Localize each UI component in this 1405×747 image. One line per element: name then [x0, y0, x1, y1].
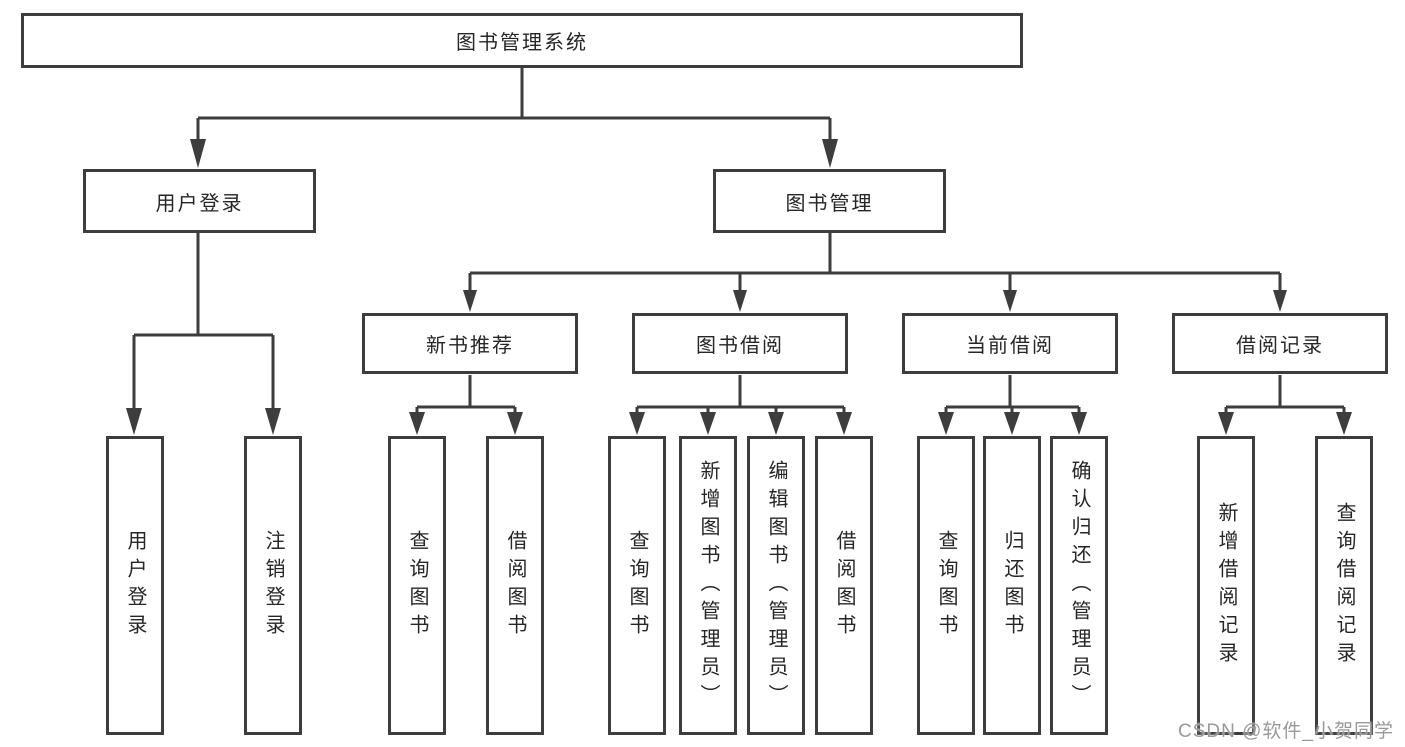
- arrowhead-icon: [1336, 412, 1352, 435]
- csdn-watermark: CSDN @软件_小贺同学: [1178, 721, 1394, 742]
- arrowhead-icon: [938, 412, 954, 435]
- node-new-book-recommend: 新书推荐: [362, 313, 578, 374]
- arrowhead-icon: [463, 290, 477, 312]
- arrowhead-icon: [733, 290, 747, 312]
- arrowhead-icon: [1004, 412, 1020, 435]
- node-borrow-records: 借阅记录: [1172, 313, 1388, 374]
- arrowhead-icon: [126, 408, 142, 435]
- node-current-borrowing: 当前借阅: [902, 313, 1118, 374]
- leaf-confirm-return-admin: 确认归还（管理员）: [1050, 436, 1108, 735]
- leaf-edit-books-admin: 编辑图书（管理员）: [747, 436, 805, 735]
- leaf-query-books-3: 查询图书: [917, 436, 975, 735]
- arrowhead-icon: [768, 412, 784, 435]
- arrowhead-icon: [1003, 290, 1017, 312]
- arrowhead-icon: [507, 412, 523, 435]
- arrowhead-icon: [629, 412, 645, 435]
- arrowhead-icon: [836, 412, 852, 435]
- leaf-logout: 注销登录: [244, 436, 302, 735]
- leaf-add-books-admin: 新增图书（管理员）: [679, 436, 737, 735]
- leaf-user-login: 用户登录: [106, 436, 164, 735]
- leaf-add-borrow-record: 新增借阅记录: [1197, 436, 1255, 735]
- leaf-borrow-books-1: 借阅图书: [486, 436, 544, 735]
- node-root: 图书管理系统: [21, 13, 1023, 68]
- leaf-query-books-1: 查询图书: [388, 436, 446, 735]
- leaf-return-books: 归还图书: [983, 436, 1041, 735]
- arrowhead-icon: [1273, 290, 1287, 312]
- leaf-query-borrow-record: 查询借阅记录: [1315, 436, 1373, 735]
- arrowhead-icon: [409, 412, 425, 435]
- arrowhead-icon: [1071, 412, 1087, 435]
- arrowhead-icon: [1218, 412, 1234, 435]
- node-book-borrowing: 图书借阅: [632, 313, 848, 374]
- node-user-login: 用户登录: [83, 169, 316, 233]
- arrowhead-icon: [190, 139, 206, 168]
- node-book-management: 图书管理: [713, 169, 946, 233]
- arrowhead-icon: [265, 408, 281, 435]
- arrowhead-icon: [700, 412, 716, 435]
- arrowhead-icon: [822, 139, 838, 168]
- leaf-query-books-2: 查询图书: [608, 436, 666, 735]
- leaf-borrow-books-2: 借阅图书: [815, 436, 873, 735]
